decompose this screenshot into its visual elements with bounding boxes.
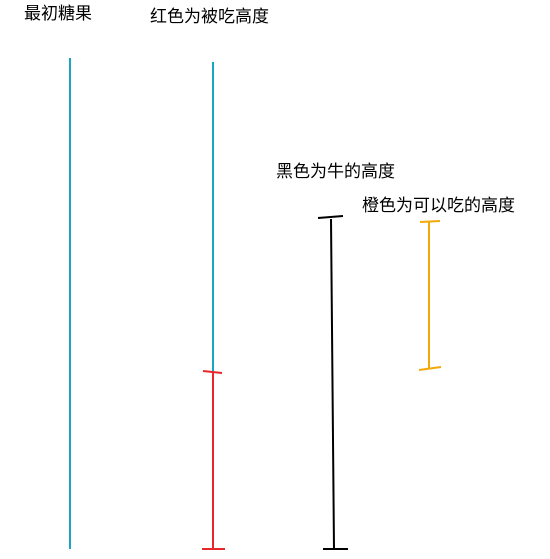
edible-bottom-tick — [418, 366, 442, 371]
edible-top-tick — [419, 220, 441, 223]
eaten-top-tick — [202, 370, 223, 374]
label-eaten-height: 红色为被吃高度 — [150, 7, 269, 27]
cow-top-tick — [317, 215, 344, 219]
cow-height-line — [330, 218, 335, 550]
label-initial-candy: 最初糖果 — [24, 4, 92, 24]
label-cow-height: 黑色为牛的高度 — [276, 162, 395, 182]
label-edible-height: 橙色为可以吃的高度 — [362, 196, 515, 216]
